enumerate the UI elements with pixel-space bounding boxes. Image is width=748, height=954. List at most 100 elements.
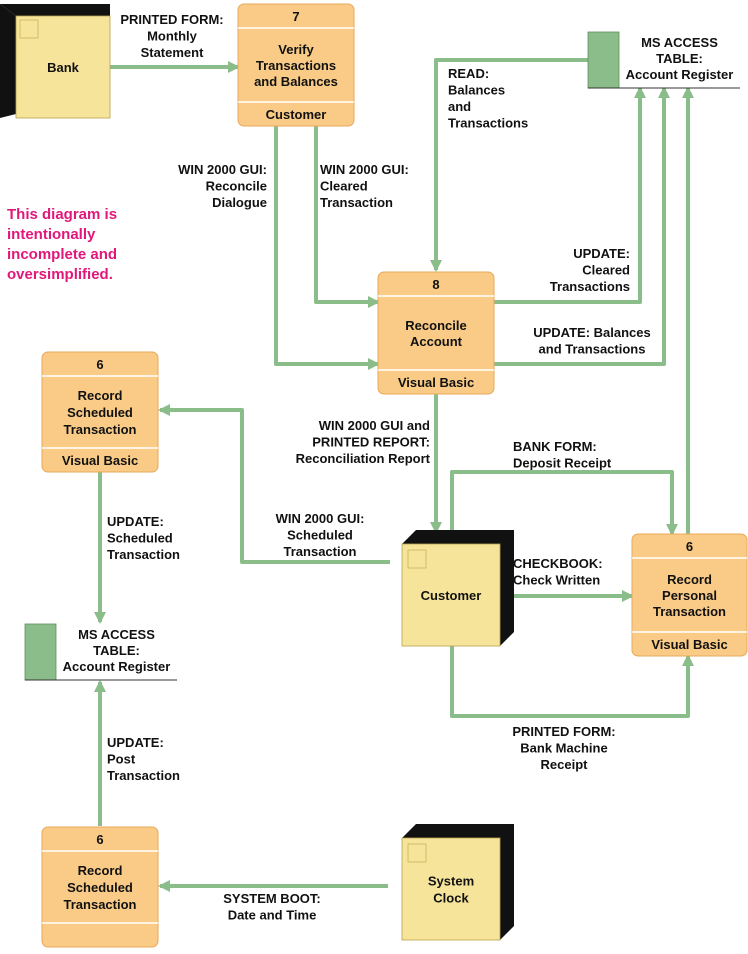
entity-bank[interactable]: Bank [0,4,111,119]
process-name-line: Record [78,863,123,878]
flow-label-post-transaction-line: Post [107,752,136,767]
process-id: 6 [96,832,103,847]
flow-label-system-boot-line: SYSTEM BOOT: [223,891,321,906]
reconcile-dialogue-flow-arrow [274,126,380,370]
flow-label-reconciliation-report-line: Reconciliation Report [296,451,431,466]
process-name-line: Transactions [256,58,336,73]
cleared-transaction-flow-arrow [314,126,380,308]
flow-label-read-register-line: READ: [448,66,489,81]
flow-label-system-boot: SYSTEM BOOT: Date and Time [223,891,321,923]
entity-label-line: Bank [47,60,80,75]
flow-label-scheduled-transaction-line: Transaction [284,544,357,559]
flow-label-update-cleared-line: Transactions [550,279,630,294]
flow-label-reconciliation-report-line: PRINTED REPORT: [312,435,430,450]
process-id: 6 [96,357,103,372]
process-name-line: Record [78,388,123,403]
store-tab [587,31,620,89]
scheduled-transaction-flow-arrow [158,404,390,564]
flow-label-deposit-receipt-line: Deposit Receipt [513,456,612,471]
process-box [237,3,355,127]
diagram-note-line: oversimplified. [7,266,113,283]
flows-layer [94,58,694,892]
flow-label-read-register-line: Balances [448,83,505,98]
store-label-line: TABLE: [656,51,703,66]
process-location: Visual Basic [62,453,138,468]
flow-label-deposit-receipt: BANK FORM:Deposit Receipt [513,439,612,471]
flow-label-update-balances: UPDATE: Balances and Transactions [533,325,651,357]
flow-label-bank-to-verify-line: PRINTED FORM: [120,12,223,27]
process-box [377,271,495,395]
store-label-line: MS ACCESS [78,627,155,642]
process-name-line: Scheduled [67,405,133,420]
flow-label-update-balances-line: and Transactions [539,342,646,357]
store-label-line: TABLE: [93,643,140,658]
flow-label-update-cleared-line: Cleared [582,263,630,278]
flow-label-scheduled-transaction-line: WIN 2000 GUI: [276,511,365,526]
flow-label-scheduled-transaction-line: Scheduled [287,528,353,543]
process-name-line: Scheduled [67,880,133,895]
flow-label-bank-machine-receipt-line: Receipt [541,757,589,772]
process-location: Customer [266,107,327,122]
update-balances-flow-arrow [494,86,670,366]
update-cleared-flow-arrow [494,86,646,304]
store-tab [24,623,57,681]
flow-label-update-balances-line: UPDATE: Balances [533,325,651,340]
entity-corner-mark [407,549,427,569]
flow-label-check-written-line: Check Written [513,573,600,588]
flow-label-bank-to-verify-line: Monthly [147,29,198,44]
entity-label: Customer [421,588,482,603]
flow-label-bank-to-verify-line: Statement [141,45,205,60]
diagram-note-line: This diagram is [7,206,117,223]
flow-label-reconcile-dialogue-line: WIN 2000 GUI: [178,162,267,177]
process-id: 8 [432,277,439,292]
flow-label-reconcile-dialogue-line: Reconcile [206,179,267,194]
entity-label-line: System [428,874,474,889]
process-name-line: Account [410,334,463,349]
flow-label-reconcile-dialogue-line: Dialogue [212,195,267,210]
process-location: Visual Basic [651,637,727,652]
flow-label-post-transaction-line: Transaction [107,768,180,783]
entity-customer[interactable]: Customer [401,530,514,647]
flow-label-check-written: CHECKBOOK:Check Written [513,556,603,588]
flow-label-update-scheduled-line: Transaction [107,547,180,562]
flow-label-read-register-line: Transactions [448,116,528,131]
process-id: 6 [686,539,693,554]
process-box [41,826,159,948]
diagram-note-line: incomplete and [7,246,117,263]
flow-label-system-boot-line: Date and Time [228,908,317,923]
deposit-receipt-flow-arrow [450,470,678,536]
flow-label-read-register-line: and [448,99,471,114]
flow-label-cleared-transaction-line: WIN 2000 GUI: [320,162,409,177]
flow-label-update-scheduled-line: Scheduled [107,531,173,546]
store-label-line: Account Register [63,659,171,674]
entity-corner-mark [19,19,39,39]
process-name-line: Record [667,572,712,587]
entity-label-line: Customer [421,588,482,603]
entity-3d-shadow [0,4,16,118]
